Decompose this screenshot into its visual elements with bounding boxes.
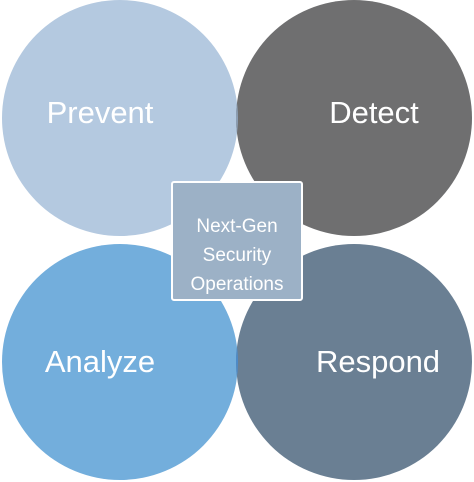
respond-label: Respond (316, 344, 440, 379)
center-box (171, 181, 303, 301)
analyze-circle (2, 244, 238, 480)
center-line-3: Operations (191, 274, 284, 295)
center-line-1: Next-Gen (196, 216, 277, 237)
center-line-2: Security (203, 245, 272, 266)
prevent-label: Prevent (47, 95, 154, 130)
prevent-circle (2, 0, 238, 236)
respond-circle (236, 244, 472, 480)
detect-circle (236, 0, 472, 236)
analyze-label: Analyze (45, 344, 155, 379)
detect-label: Detect (329, 95, 419, 130)
